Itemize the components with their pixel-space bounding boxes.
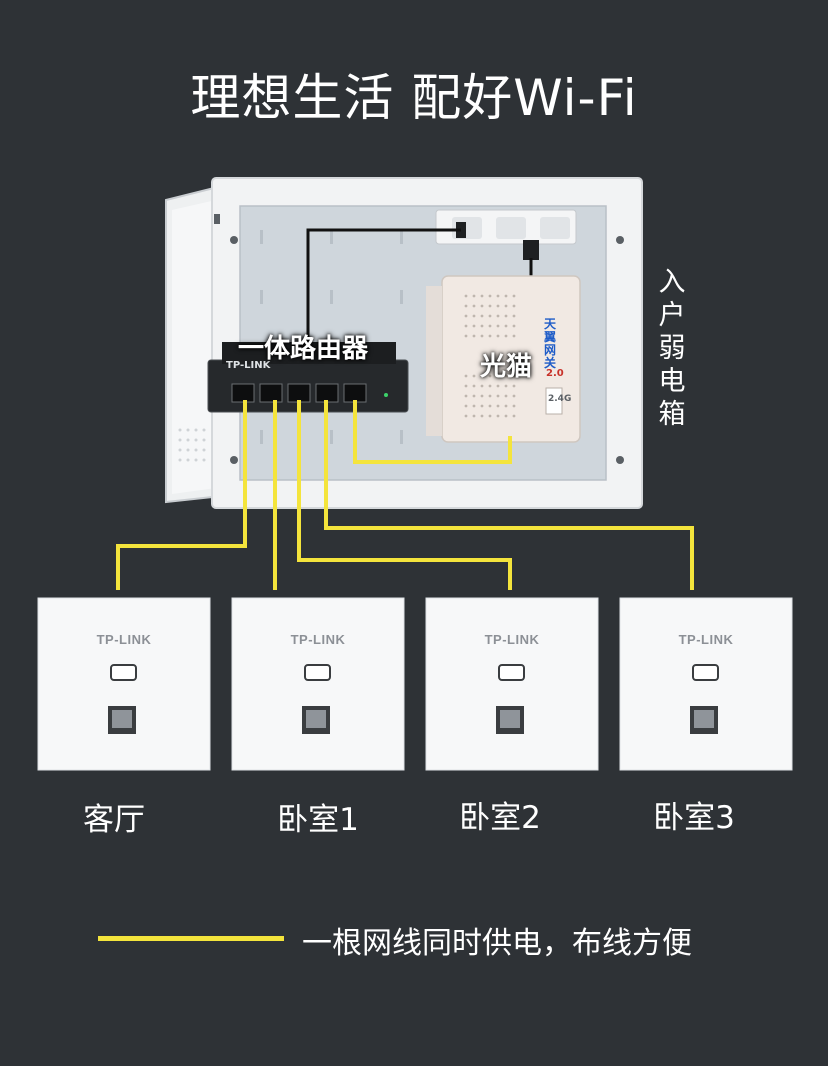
router-brand: TP-LINK (226, 360, 271, 371)
panel-brand-4: TP-LINK (678, 632, 734, 647)
room-label-3: 卧室2 (459, 800, 541, 836)
room-label-1: 客厅 (83, 802, 145, 838)
panel-brand-2: TP-LINK (290, 632, 346, 647)
panel-brand-3: TP-LINK (484, 632, 540, 647)
page-title: 理想生活 配好Wi-Fi (190, 69, 638, 127)
modem-band: 2.4G (548, 394, 572, 404)
room-label-4: 卧室3 (653, 800, 735, 836)
panel-ap-1 (37, 597, 211, 771)
optical-modem (426, 275, 581, 443)
cabinet-vertical-label: 入户弱电箱 (658, 267, 686, 430)
router-switch (207, 342, 409, 413)
legend-line (98, 936, 284, 941)
panel-ap-2 (231, 597, 405, 771)
legend-text: 一根网线同时供电，布线方便 (302, 926, 692, 961)
router-label: 一体路由器 (238, 334, 369, 364)
modem-label: 光猫 (480, 352, 533, 382)
poe-cables (116, 400, 694, 590)
panel-ap-4 (619, 597, 793, 771)
panel-brand-1: TP-LINK (96, 632, 152, 647)
modem-version: 2.0 (546, 368, 564, 379)
modem-brand: 天翼网关 (544, 317, 557, 370)
mounting-holes (260, 230, 403, 444)
panel-ap-3 (425, 597, 599, 771)
room-label-2: 卧室1 (277, 802, 359, 838)
